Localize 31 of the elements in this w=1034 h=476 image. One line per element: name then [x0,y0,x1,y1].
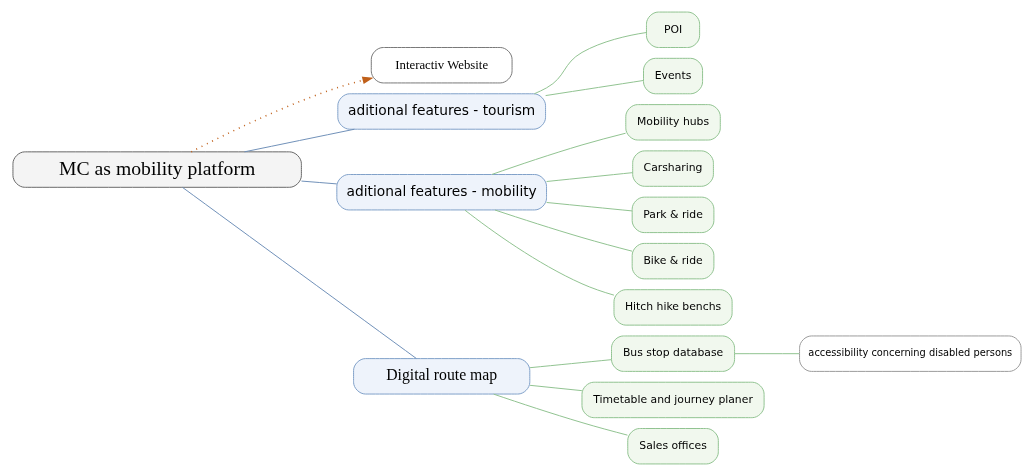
connector [182,186,417,359]
node-box: POI [645,11,701,48]
node-box: Park & ride [631,196,715,234]
connector [546,172,634,182]
node-box: Mobility hubs [625,104,721,141]
node-box: Bike & ride [631,242,715,280]
node-box: MC as mobility platform [12,151,302,188]
node-box: Digital route map [353,358,531,395]
connector [491,132,627,175]
connector [529,384,583,392]
node-box: Events [643,57,704,95]
node-box: Sales offices [627,428,719,465]
connector [546,202,633,212]
connector [545,80,644,97]
connector [301,180,338,185]
node-box: Carsharing [632,150,714,187]
arrow [190,76,374,153]
node-box: aditional features - tourism [337,93,547,130]
node-box: Bus stop database [611,335,736,372]
node-box: aditional features - mobility [336,174,547,211]
connector [464,209,615,296]
connector [734,353,800,355]
connector [494,209,633,252]
node-box: accessibility concerning disabled persons [799,335,1022,372]
connector [243,128,355,153]
node-box: Hitch hike benchs [613,289,733,326]
node-box: Timetable and journey planer [581,381,765,419]
connector [533,32,647,95]
connector [529,359,612,369]
connector [493,393,628,436]
node-box: Interactiv Website [370,47,513,84]
